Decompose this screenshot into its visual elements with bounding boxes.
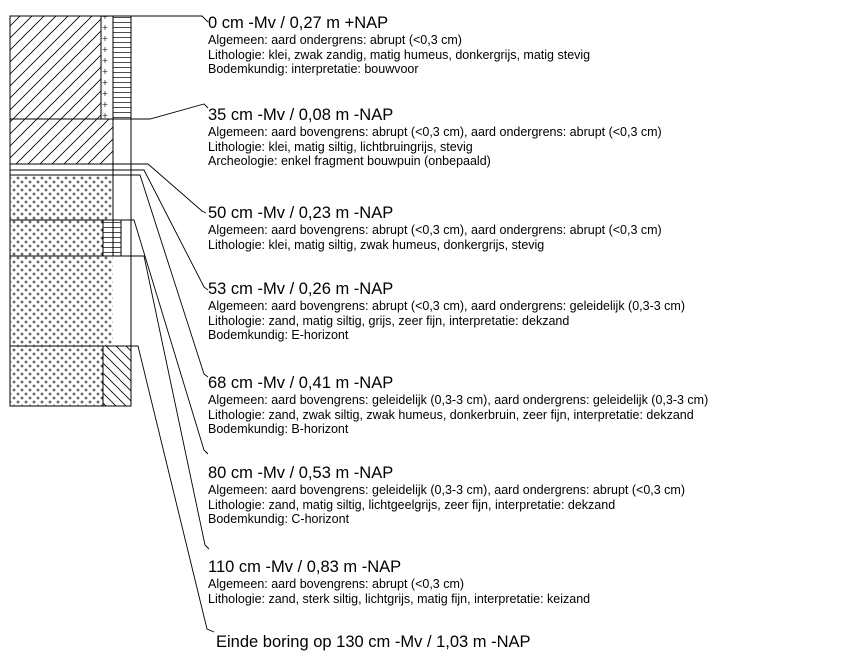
description-line: Algemeen: aard bovengrens: abrupt (<0,3 … xyxy=(208,577,465,591)
depth-label: 35 cm -Mv / 0,08 m -NAP xyxy=(208,106,394,124)
depth-label: 0 cm -Mv / 0,27 m +NAP xyxy=(208,14,389,32)
lithology-column xyxy=(10,16,113,406)
description-line: Algemeen: aard ondergrens: abrupt (<0,3 … xyxy=(208,33,462,47)
layer-description: 53 cm -Mv / 0,26 m -NAP Algemeen: aard b… xyxy=(208,280,858,343)
depth-label: 68 cm -Mv / 0,41 m -NAP xyxy=(208,374,394,392)
description-line: Bodemkundig: E-horizont xyxy=(208,328,349,342)
depth-label: 53 cm -Mv / 0,26 m -NAP xyxy=(208,280,394,298)
description-line: Algemeen: aard bovengrens: abrupt (<0,3 … xyxy=(208,223,662,237)
layer-description: 80 cm -Mv / 0,53 m -NAP Algemeen: aard b… xyxy=(208,464,858,527)
admixture-columns xyxy=(101,16,131,406)
layer-description: 35 cm -Mv / 0,08 m -NAP Algemeen: aard b… xyxy=(208,106,858,169)
description-line: Bodemkundig: interpretatie: bouwvoor xyxy=(208,62,419,76)
description-line: Algemeen: aard bovengrens: geleidelijk (… xyxy=(208,393,709,407)
description-line: Lithologie: zand, sterk siltig, lichtgri… xyxy=(208,591,591,606)
depth-label: 50 cm -Mv / 0,23 m -NAP xyxy=(208,204,394,222)
description-line: Algemeen: aard bovengrens: abrupt (<0,3 … xyxy=(208,299,685,313)
description-line: Archeologie: enkel fragment bouwpuin (on… xyxy=(208,154,491,168)
layer-description: 110 cm -Mv / 0,83 m -NAP Algemeen: aard … xyxy=(208,558,858,606)
description-line: Bodemkundig: C-horizont xyxy=(208,512,350,526)
depth-label: 110 cm -Mv / 0,83 m -NAP xyxy=(208,558,402,576)
end-of-boring-label: Einde boring op 130 cm -Mv / 1,03 m -NAP xyxy=(216,633,531,651)
description-line: Lithologie: zand, matig siltig, grijs, z… xyxy=(208,313,570,328)
depth-label: 80 cm -Mv / 0,53 m -NAP xyxy=(208,464,394,482)
description-line: Lithologie: zand, matig siltig, lichtgee… xyxy=(208,497,616,512)
leader-lines xyxy=(118,15,215,633)
description-line: Lithologie: klei, matig siltig, zwak hum… xyxy=(208,237,545,252)
description-line: Lithologie: klei, matig siltig, lichtbru… xyxy=(208,139,473,154)
description-line: Algemeen: aard bovengrens: geleidelijk (… xyxy=(208,483,685,497)
layer-boundaries xyxy=(9,15,132,407)
description-line: Algemeen: aard bovengrens: abrupt (<0,3 … xyxy=(208,125,662,139)
layer-description: 50 cm -Mv / 0,23 m -NAP Algemeen: aard b… xyxy=(208,204,858,252)
layer-description: 68 cm -Mv / 0,41 m -NAP Algemeen: aard b… xyxy=(208,374,858,437)
description-line: Lithologie: klei, zwak zandig, matig hum… xyxy=(208,47,591,62)
description-line: Bodemkundig: B-horizont xyxy=(208,422,349,436)
layer-description: 0 cm -Mv / 0,27 m +NAP Algemeen: aard on… xyxy=(208,14,858,77)
description-line: Lithologie: zand, zwak siltig, zwak hume… xyxy=(208,407,694,422)
